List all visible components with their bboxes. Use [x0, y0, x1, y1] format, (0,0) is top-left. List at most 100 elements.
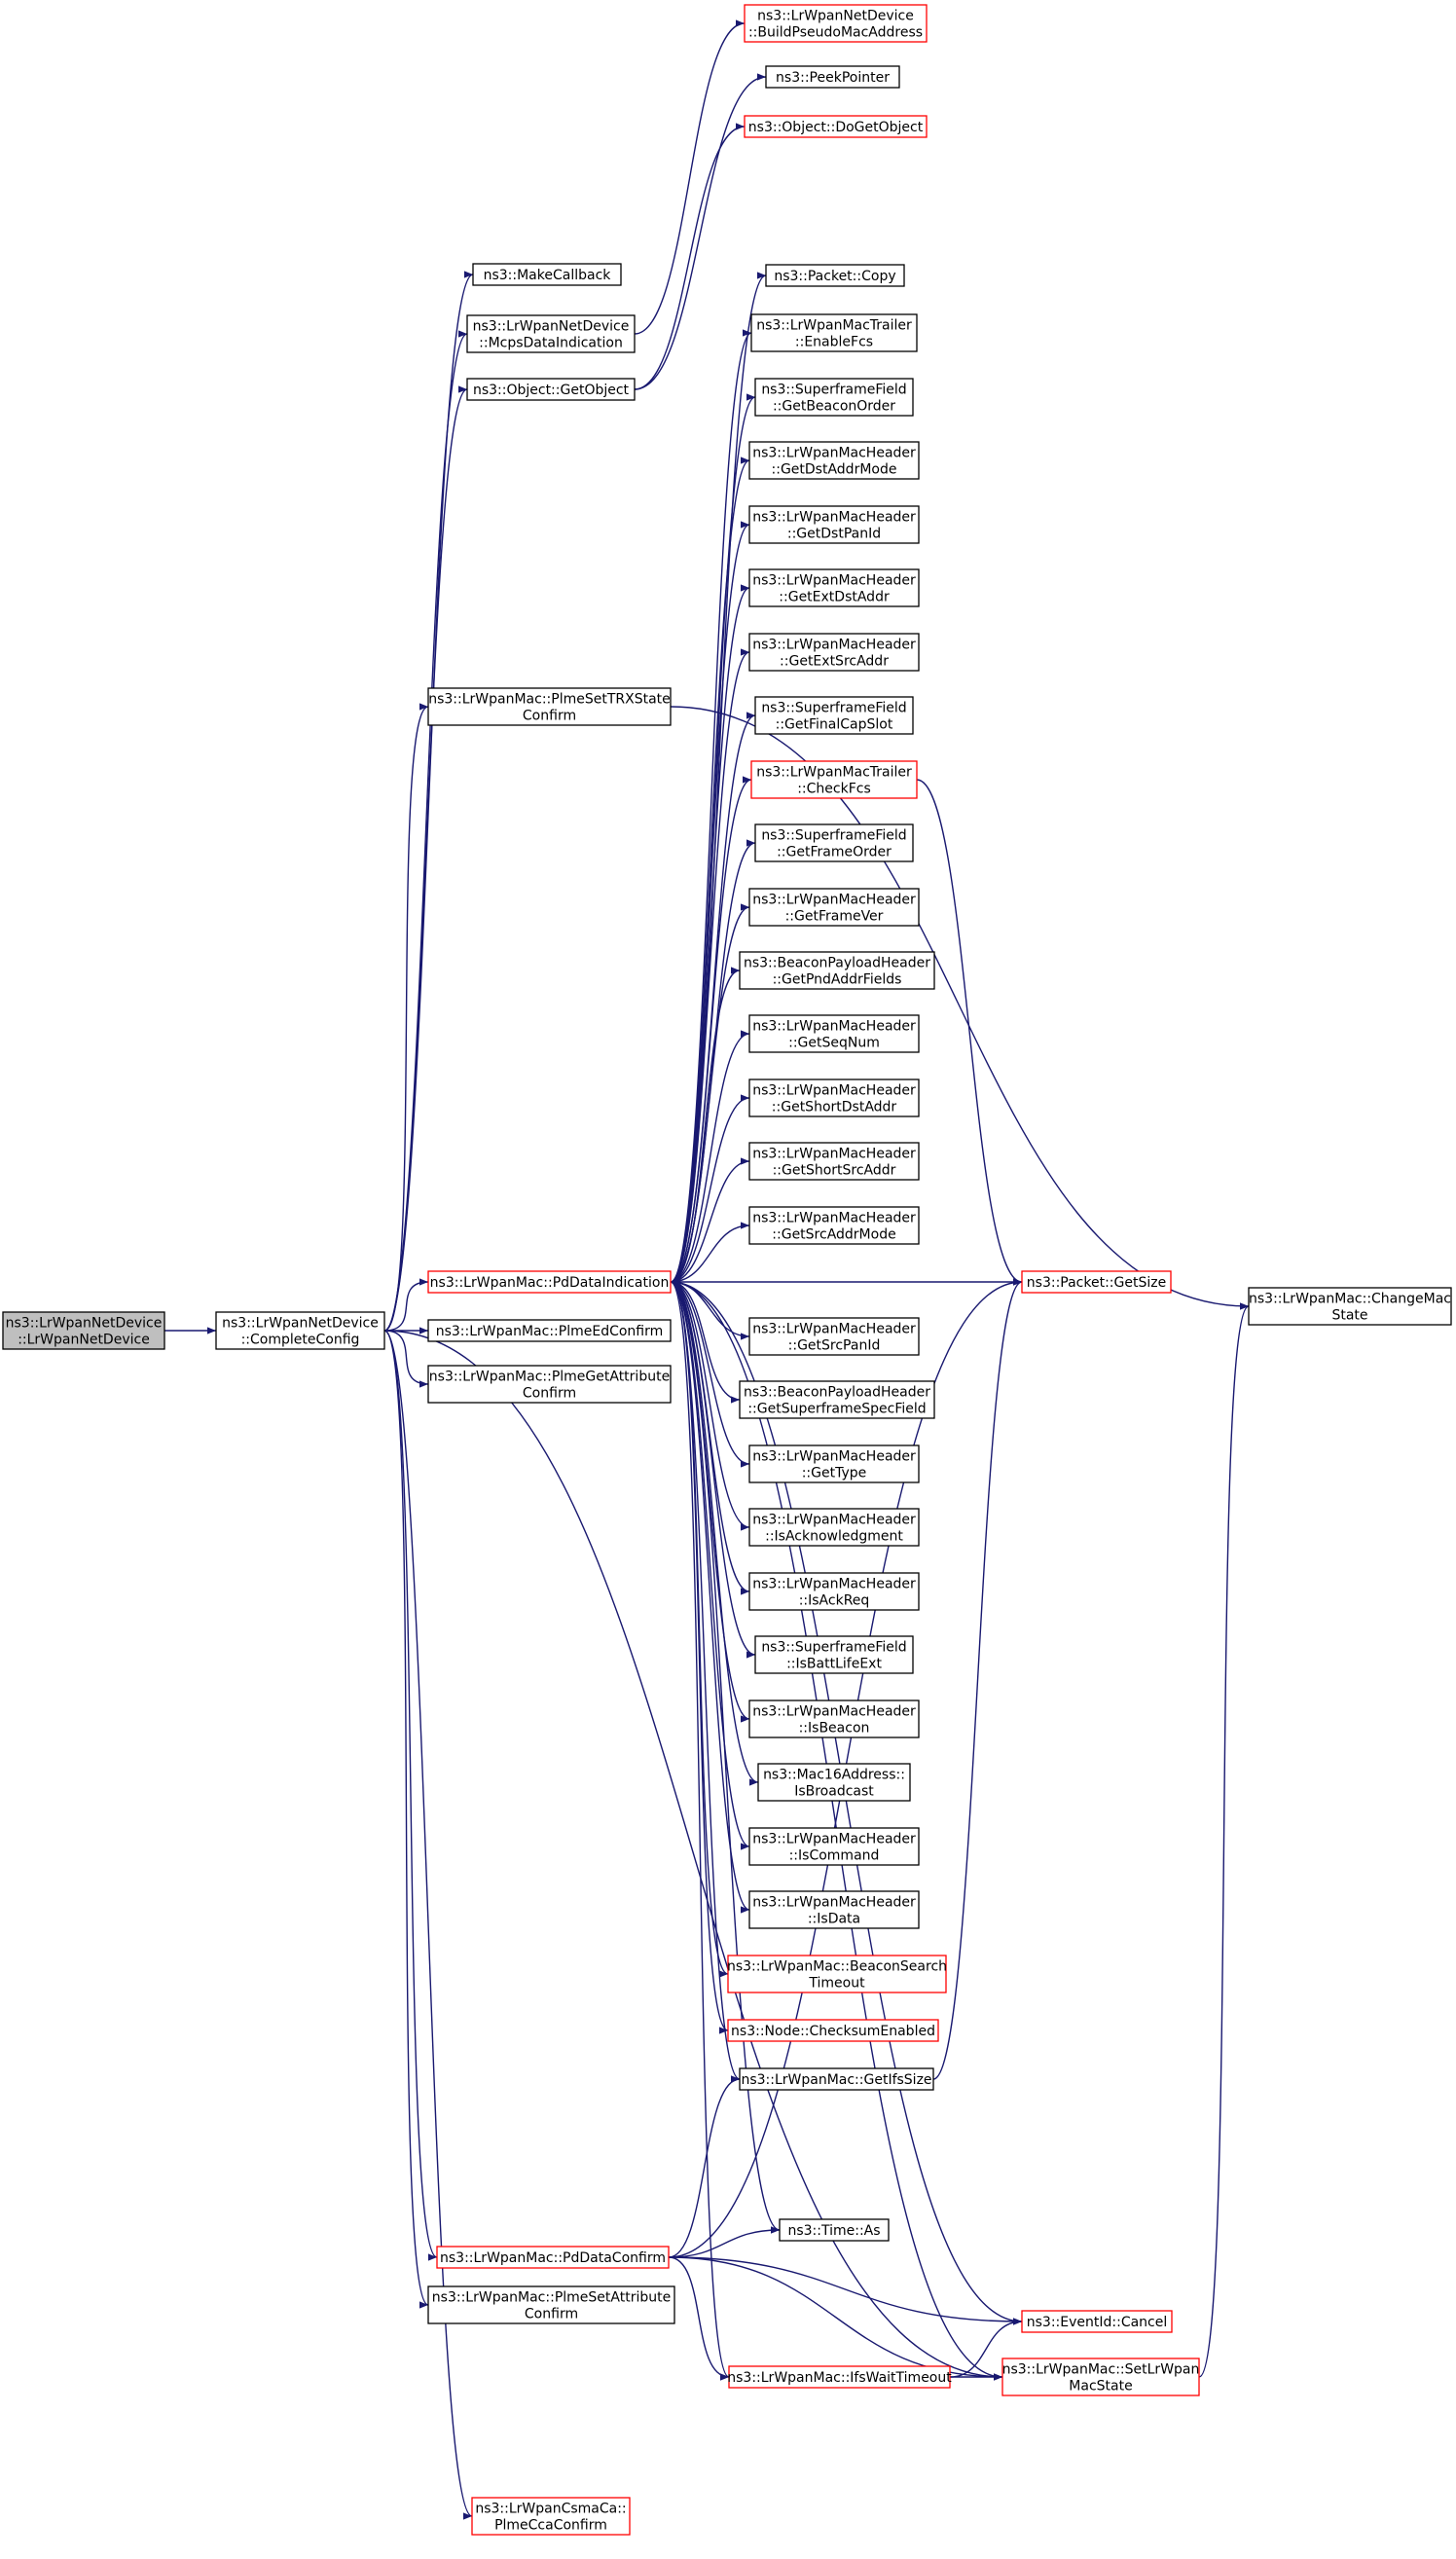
node-ibea-label-1: ::IsBeacon — [799, 1721, 870, 1736]
node-gesa-label-1: ::GetExtSrcAddr — [780, 654, 889, 670]
node-gspi-label-0: ns3::LrWpanMacHeader — [752, 1322, 916, 1337]
node-gfv-label-0: ns3::LrWpanMacHeader — [752, 893, 916, 908]
node-gdam-box — [748, 441, 920, 480]
node-idata[interactable]: ns3::LrWpanMacHeader::IsData — [748, 1890, 920, 1929]
node-edc[interactable]: ns3::LrWpanMac::PlmeEdConfirm — [427, 1319, 672, 1342]
node-bpma[interactable]: ns3::LrWpanNetDevice::BuildPseudoMacAddr… — [744, 4, 928, 43]
node-gtype[interactable]: ns3::LrWpanMacHeader::GetType — [748, 1444, 920, 1483]
edge-getobj-to-peek — [634, 73, 767, 390]
node-cca-box — [471, 2497, 631, 2536]
node-gfv[interactable]: ns3::LrWpanMacHeader::GetFrameVer — [748, 888, 920, 927]
node-cse[interactable]: ns3::Node::ChecksumEnabled — [727, 2019, 939, 2042]
node-gssa[interactable]: ns3::LrWpanMacHeader::GetShortSrcAddr — [748, 1142, 920, 1181]
node-gdam-label-1: ::GetDstAddrMode — [772, 462, 897, 478]
node-gsda-label-0: ns3::LrWpanMacHeader — [752, 1083, 916, 1099]
node-gfo[interactable]: ns3::SuperframeField::GetFrameOrder — [754, 823, 914, 862]
node-pdc-label-0: ns3::LrWpanMac::PdDataConfirm — [440, 2250, 666, 2266]
node-gesa[interactable]: ns3::LrWpanMacHeader::GetExtSrcAddr — [748, 633, 920, 672]
node-ibea-label-0: ns3::LrWpanMacHeader — [752, 1704, 916, 1720]
node-icmd[interactable]: ns3::LrWpanMacHeader::IsCommand — [748, 1827, 920, 1866]
node-gtype-box — [748, 1444, 920, 1483]
node-pdi[interactable]: ns3::LrWpanMac::PdDataIndication — [427, 1270, 672, 1294]
node-ibc-label-1: IsBroadcast — [794, 1784, 874, 1800]
node-cms-box — [1248, 1287, 1452, 1326]
node-cc-box — [215, 1311, 385, 1350]
node-edc-box — [427, 1319, 672, 1342]
node-iackr-label-0: ns3::LrWpanMacHeader — [752, 1577, 916, 1592]
node-gpaf[interactable]: ns3::BeaconPayloadHeader::GetPndAddrFiel… — [739, 951, 935, 990]
node-gsn-box — [748, 1014, 920, 1053]
node-geda-label-0: ns3::LrWpanMacHeader — [752, 573, 916, 589]
edge-cc-to-pdi — [383, 1278, 429, 1332]
node-ibc[interactable]: ns3::Mac16Address::IsBroadcast — [757, 1763, 911, 1802]
node-iackr[interactable]: ns3::LrWpanMacHeader::IsAckReq — [748, 1572, 920, 1611]
edge-ifs-to-ecan — [949, 2318, 1023, 2378]
node-copy[interactable]: ns3::Packet::Copy — [765, 264, 905, 287]
node-root-box — [2, 1311, 165, 1350]
node-gbo[interactable]: ns3::SuperframeField::GetBeaconOrder — [754, 378, 914, 417]
node-peek-label-0: ns3::PeekPointer — [776, 70, 890, 86]
node-geda[interactable]: ns3::LrWpanMacHeader::GetExtDstAddr — [748, 568, 920, 607]
node-iack-label-1: ::IsAcknowledgment — [765, 1529, 903, 1545]
node-gssa-label-1: ::GetShortSrcAddr — [773, 1163, 896, 1179]
node-mk[interactable]: ns3::MakeCallback — [472, 263, 622, 286]
call-edges — [164, 19, 1250, 2520]
node-gifs-label-0: ns3::LrWpanMac::GetIfsSize — [741, 2072, 931, 2088]
node-ibc-box — [757, 1763, 911, 1802]
node-getobj[interactable]: ns3::Object::GetObject — [466, 378, 636, 401]
edge-pdi-to-gssf — [670, 1281, 741, 1404]
edge-pdi-to-ibc — [670, 1281, 759, 1786]
node-slms-label-1: MacState — [1069, 2379, 1132, 2394]
node-gfcs[interactable]: ns3::SuperframeField::GetFinalCapSlot — [754, 696, 914, 735]
edge-cc-to-pdc — [383, 1330, 438, 2261]
edge-pdi-to-tas — [670, 1281, 781, 2234]
edge-pdi-to-ecan — [670, 1281, 1023, 2325]
edge-pdi-to-iack — [670, 1281, 750, 1531]
node-icmd-label-1: ::IsCommand — [789, 1848, 880, 1864]
node-peek[interactable]: ns3::PeekPointer — [765, 65, 900, 89]
node-gsda[interactable]: ns3::LrWpanMacHeader::GetShortDstAddr — [748, 1078, 920, 1117]
node-tas[interactable]: ns3::Time::As — [779, 2218, 890, 2242]
node-ibea[interactable]: ns3::LrWpanMacHeader::IsBeacon — [748, 1700, 920, 1738]
node-gssf[interactable]: ns3::BeaconPayloadHeader::GetSuperframeS… — [739, 1380, 935, 1419]
node-gsam[interactable]: ns3::LrWpanMacHeader::GetSrcAddrMode — [748, 1206, 920, 1245]
node-cca-label-1: PlmeCcaConfirm — [494, 2518, 607, 2534]
node-cc[interactable]: ns3::LrWpanNetDevice::CompleteConfig — [215, 1311, 385, 1350]
node-gfcs-label-1: ::GetFinalCapSlot — [776, 717, 893, 733]
edge-pdi-to-ifs — [670, 1281, 730, 2381]
node-pgs-box — [1021, 1270, 1172, 1294]
node-gdam[interactable]: ns3::LrWpanMacHeader::GetDstAddrMode — [748, 441, 920, 480]
node-cca[interactable]: ns3::LrWpanCsmaCa::PlmeCcaConfirm — [471, 2497, 631, 2536]
node-iack[interactable]: ns3::LrWpanMacHeader::IsAcknowledgment — [748, 1508, 920, 1547]
node-edc-label-0: ns3::LrWpanMac::PlmeEdConfirm — [436, 1324, 664, 1339]
node-pdc[interactable]: ns3::LrWpanMac::PdDataConfirm — [436, 2246, 670, 2269]
node-gspi-label-1: ::GetSrcPanId — [788, 1338, 881, 1354]
node-pgs[interactable]: ns3::Packet::GetSize — [1021, 1270, 1172, 1294]
node-gfv-box — [748, 888, 920, 927]
node-ible-box — [754, 1635, 914, 1674]
node-gspi[interactable]: ns3::LrWpanMacHeader::GetSrcPanId — [748, 1317, 920, 1356]
node-gsn[interactable]: ns3::LrWpanMacHeader::GetSeqNum — [748, 1014, 920, 1053]
node-gesa-label-0: ns3::LrWpanMacHeader — [752, 638, 916, 653]
node-dogo[interactable]: ns3::Object::DoGetObject — [744, 115, 928, 138]
edge-pdi-to-gesa — [670, 648, 750, 1283]
edge-pdi-to-gifs — [670, 1281, 741, 2083]
node-cfcs[interactable]: ns3::LrWpanMacTrailer::CheckFcs — [750, 760, 918, 799]
node-mcps[interactable]: ns3::LrWpanNetDevice::McpsDataIndication — [466, 314, 636, 353]
node-efcs[interactable]: ns3::LrWpanMacTrailer::EnableFcs — [750, 313, 918, 352]
node-ecan-box — [1021, 2310, 1173, 2333]
node-gsam-label-1: ::GetSrcAddrMode — [772, 1227, 895, 1243]
node-ible[interactable]: ns3::SuperframeField::IsBattLifeExt — [754, 1635, 914, 1674]
node-gifs[interactable]: ns3::LrWpanMac::GetIfsSize — [739, 2067, 934, 2091]
node-trx-box — [427, 687, 672, 726]
node-gdpi[interactable]: ns3::LrWpanMacHeader::GetDstPanId — [748, 505, 920, 544]
node-ecan[interactable]: ns3::EventId::Cancel — [1021, 2310, 1173, 2333]
node-ifs[interactable]: ns3::LrWpanMac::IfsWaitTimeout — [727, 2365, 952, 2389]
